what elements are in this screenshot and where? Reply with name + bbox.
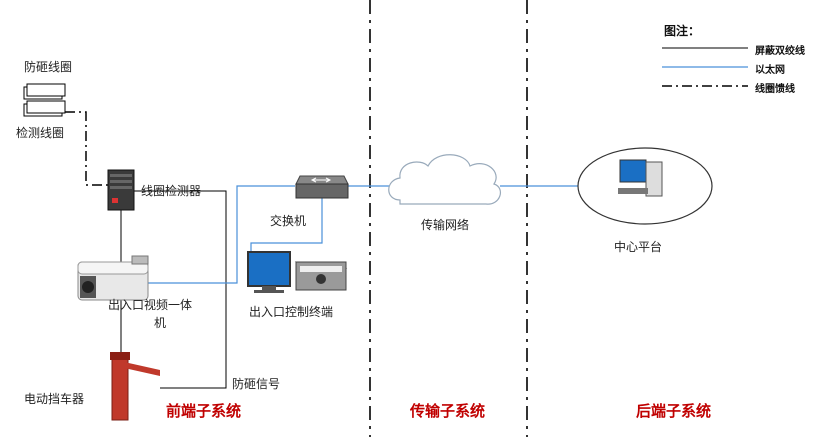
legend-item-twisted-pair: 屏蔽双绞线 xyxy=(755,46,805,57)
detect-coil-label: 检测线圈 xyxy=(16,126,65,140)
section-transmission-title: 传输子系统 xyxy=(410,402,486,420)
network-cloud-icon xyxy=(388,154,502,205)
control-terminal-label: 出入口控制终端 xyxy=(249,305,334,319)
camera-icon xyxy=(77,255,149,301)
switch-icon xyxy=(295,175,349,199)
coil-feeder-line xyxy=(65,111,108,186)
center-computer-icon xyxy=(618,159,663,197)
server-icon xyxy=(294,261,348,291)
camera-label-line1: 出入口视频一体 xyxy=(108,298,193,312)
anti-smash-coil-icon xyxy=(23,83,66,117)
coil-detector-icon xyxy=(107,169,135,211)
coil-detector-label: 线圈检测器 xyxy=(141,184,202,198)
cable-anti-smash-signal xyxy=(134,190,227,389)
legend-item-coil-feeder: 线圈馈线 xyxy=(755,84,795,95)
barrier-gate-label: 电动挡车器 xyxy=(24,392,85,406)
anti-smash-coil-label: 防砸线圈 xyxy=(24,60,73,74)
center-platform-label: 中心平台 xyxy=(614,240,663,254)
legend-title: 图注： xyxy=(664,24,701,38)
camera-label-line2: 机 xyxy=(154,316,167,330)
section-back-title: 后端子系统 xyxy=(636,402,712,420)
barrier-gate-icon xyxy=(110,352,160,421)
ethernet-camera-switch xyxy=(148,185,295,284)
switch-label: 交换机 xyxy=(270,214,307,228)
section-front-title: 前端子系统 xyxy=(166,402,242,420)
network-label: 传输网络 xyxy=(421,218,470,232)
center-platform-ellipse xyxy=(577,147,713,225)
anti-smash-signal-label: 防砸信号 xyxy=(232,377,281,391)
monitor-icon xyxy=(247,251,291,293)
legend-item-ethernet: 以太网 xyxy=(755,65,785,76)
